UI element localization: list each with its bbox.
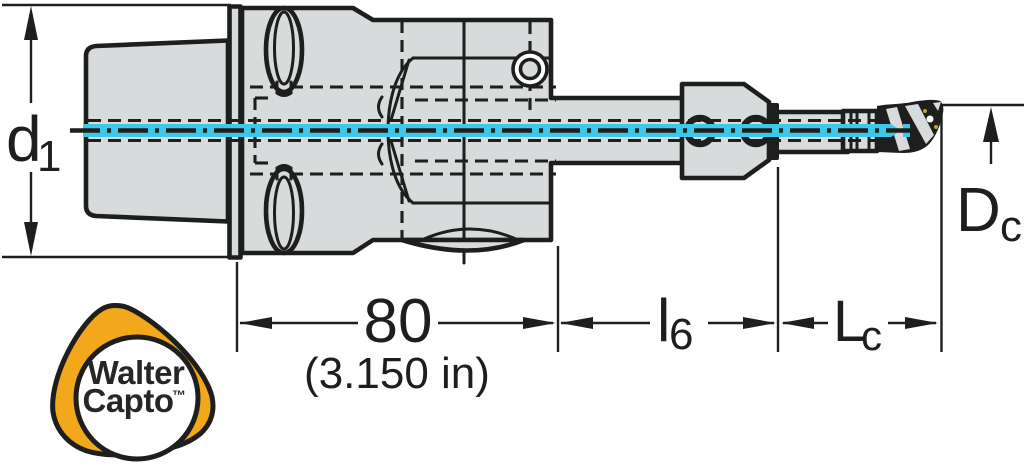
dc-label: D	[956, 176, 1001, 245]
cutting-insert	[905, 104, 934, 144]
internal-bore-lines	[250, 19, 556, 265]
dc-subscript: c	[1000, 202, 1022, 251]
body-set-screw	[511, 50, 549, 88]
dimension-80: 80 (3.150 in)	[235, 246, 560, 398]
coolant-centerline	[70, 118, 915, 143]
dimension-d1: d 1	[2, 3, 231, 259]
logo-text-walter: Walter	[88, 354, 185, 391]
logo-trademark: ™	[172, 387, 186, 403]
walter-capto-logo: Walter Capto ™	[50, 302, 216, 462]
insert-screw-dot	[923, 109, 927, 113]
d1-subscript: 1	[37, 132, 61, 181]
drive-slot-top	[263, 5, 305, 97]
dimension-lc: L c	[781, 113, 943, 359]
coolant-outlet-dot	[926, 115, 934, 123]
insert-screw-dot2	[934, 125, 938, 129]
logo-inner-circle	[73, 334, 201, 462]
bottom-slot	[399, 227, 527, 253]
lc-subscript: c	[861, 312, 882, 359]
l6-label: l	[657, 287, 670, 354]
l6-subscript: 6	[669, 310, 693, 359]
dim-80-inches: (3.150 in)	[304, 349, 490, 398]
drive-slot-bottom	[263, 164, 305, 256]
dimension-dc: D c	[941, 103, 1024, 251]
dim-80-value: 80	[364, 287, 433, 356]
d1-label: d	[6, 103, 42, 175]
dimension-l6: l 6	[560, 167, 780, 359]
logo-text-capto: Capto	[83, 382, 174, 419]
lc-label: L	[833, 289, 865, 354]
